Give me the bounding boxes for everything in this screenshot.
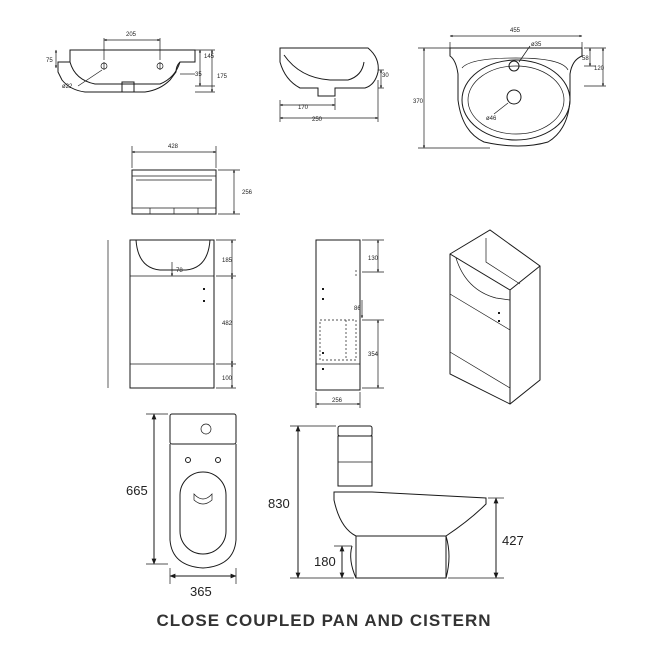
dim-basin-35: 35 (195, 72, 202, 78)
dim-unit-78: 78 (176, 268, 183, 274)
dim-box-428: 428 (168, 144, 179, 150)
dim-basin-width: 205 (126, 32, 137, 38)
dim-side-256: 256 (332, 398, 343, 404)
dim-basin-hole: ø22 (62, 84, 73, 90)
dim-unit-185: 185 (222, 258, 233, 264)
unit-side-view: 130 86 354 256 (315, 239, 384, 408)
dim-toilet-365: 365 (190, 584, 212, 599)
cistern-box-view: 428 256 (131, 144, 253, 215)
dim-unit-482: 482 (222, 321, 233, 327)
dim-box-256: 256 (242, 190, 253, 196)
dim-side-130: 130 (368, 256, 379, 262)
dim-toilet-180: 180 (314, 554, 336, 569)
dim-top-120: 120 (594, 66, 605, 72)
toilet-top-view: 665 365 (126, 413, 237, 599)
basin-side-view: 170 250 30 (279, 47, 389, 123)
dim-basin-175: 175 (217, 74, 228, 80)
dim-toilet-427: 427 (502, 533, 524, 548)
dim-side-30: 30 (382, 73, 389, 79)
basin-top-view: 455 ø35 ø46 58 120 370 (413, 28, 606, 149)
dim-top-tap: ø35 (531, 42, 542, 48)
dim-unit-100: 100 (222, 376, 233, 382)
toilet-side-view: 830 180 427 (268, 425, 524, 579)
basin-front-view: 205 75 145 175 35 ø22 (46, 32, 228, 93)
dim-toilet-830: 830 (268, 496, 290, 511)
dim-side-250: 250 (312, 117, 323, 123)
unit-isometric-view (449, 229, 541, 405)
dim-top-waste: ø46 (486, 116, 497, 122)
dim-top-455: 455 (510, 28, 521, 34)
dim-side-354: 354 (368, 352, 379, 358)
unit-front-view: 78 185 482 100 (107, 239, 236, 389)
dim-top-58: 58 (582, 56, 589, 62)
page-title: CLOSE COUPLED PAN AND CISTERN (156, 611, 491, 630)
dim-basin-145: 145 (204, 54, 215, 60)
dim-side-170: 170 (298, 105, 309, 111)
dim-toilet-665: 665 (126, 483, 148, 498)
dim-side-86: 86 (354, 306, 361, 312)
dim-basin-75: 75 (46, 58, 53, 64)
dim-top-370: 370 (413, 99, 424, 105)
